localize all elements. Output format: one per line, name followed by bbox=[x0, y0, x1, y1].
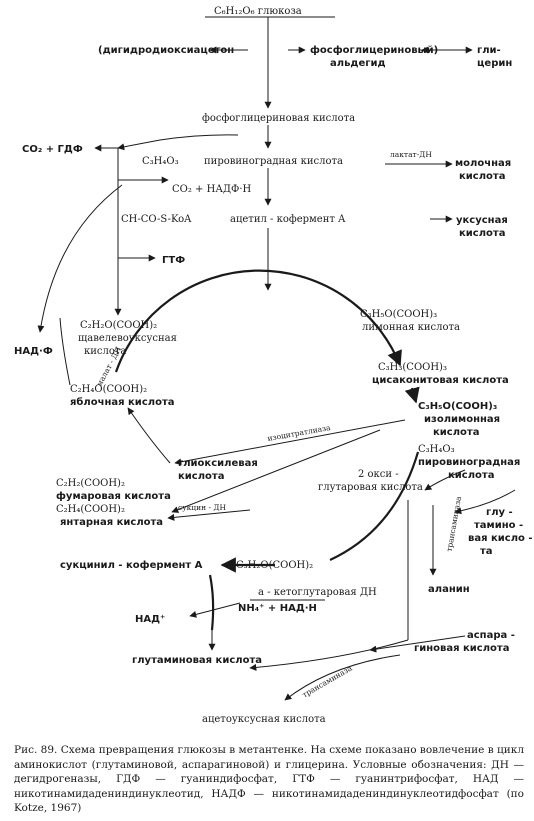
cisaconitic-formula: C₃H₃(COOH)₃ bbox=[378, 362, 447, 373]
pyruvic2-label: пировиноградная bbox=[418, 457, 520, 468]
pyruvic2-formula: C₃H₄O₃ bbox=[418, 444, 455, 455]
nad-plus-label: НАД⁺ bbox=[135, 614, 165, 625]
lactate-dh-label: лактат-ДН bbox=[390, 150, 432, 159]
glycerin-label: гли- bbox=[477, 45, 501, 56]
acetyl-coa-label: ацетил - кофермент A bbox=[230, 214, 346, 225]
glucose-label: C₆H₁₂O₆ глюкоза bbox=[214, 6, 302, 17]
phosphoglyceric-acid-label: фосфоглицериновая кислота bbox=[202, 113, 355, 124]
citric-label: лимонная кислота bbox=[362, 322, 460, 333]
nh4-nadh-label: NH₄⁺ + НАД·Н bbox=[238, 603, 317, 614]
acetyl-formula: CH-CO-S-KoA bbox=[121, 214, 192, 225]
glyoxylic-label-2: кислота bbox=[178, 471, 224, 482]
oxaloacetic-label-2: кислота bbox=[84, 346, 126, 357]
gtf-label: ГТФ bbox=[162, 255, 185, 266]
connectors bbox=[37, 16, 516, 701]
succinyl-coa-label: сукцинил - кофермент A bbox=[60, 559, 203, 571]
isocitric-label-2: кислота bbox=[433, 427, 479, 438]
pyruvic2-label-2: кислота bbox=[448, 470, 494, 481]
glutamic-acid-label: глу - bbox=[486, 507, 513, 518]
oxaloacetic-formula: C₂H₂O(COOH)₂ bbox=[80, 320, 157, 331]
isocitric-label: изолимонная bbox=[424, 414, 500, 425]
citric-formula: C₃H₅O(COOH)₃ bbox=[360, 309, 437, 320]
dihydroxyacetone-label: (дигидродиоксиацетон bbox=[98, 45, 234, 56]
labels: C₆H₁₂O₆ глюкоза (дигидродиоксиацетон фос… bbox=[14, 6, 533, 725]
lactic-acid-label: молочная bbox=[455, 158, 511, 169]
malic-label: яблочная кислота bbox=[70, 396, 174, 408]
glucose-metabolism-diagram: C₆H₁₂O₆ глюкоза (дигидродиоксиацетон фос… bbox=[14, 6, 533, 725]
aspartic-acid-label-2: гиновая кислота bbox=[414, 643, 509, 654]
phosphoglyceraldehyde-label-2: альдегид bbox=[330, 58, 386, 69]
aspartic-acid-label: аспара - bbox=[467, 630, 515, 641]
transaminase2-label: трансаминаза bbox=[301, 663, 354, 699]
co2-gdf-label: CO₂ + ГДФ bbox=[22, 144, 83, 155]
fumaric-label: фумаровая кислота bbox=[56, 490, 171, 502]
acetic-acid-label-2: кислота bbox=[459, 228, 505, 239]
acetoacetic-acid-label: ацетоуксусная кислота bbox=[202, 714, 326, 725]
lactic-acid-label-2: кислота bbox=[459, 171, 505, 182]
glutamic-acid-label-3: вая кисло - bbox=[468, 533, 533, 544]
cisaconitic-label: цисаконитовая кислота bbox=[372, 375, 509, 386]
alanine-label: аланин bbox=[428, 584, 470, 595]
figure-caption: Рис. 89. Схема превращения глюкозы в мет… bbox=[14, 744, 524, 814]
pyruvic-formula: C₃H₄O₃ bbox=[142, 156, 179, 167]
succinic-formula: C₂H₄(COOH)₂ bbox=[56, 504, 125, 515]
oxoglutaric-label-2: глутаровая кислота bbox=[318, 482, 423, 493]
pyruvic-label: пировиноградная кислота bbox=[204, 156, 343, 167]
fumaric-formula: C₂H₂(COOH)₂ bbox=[56, 478, 125, 489]
oxaloacetic-label: щавелевоуксусная bbox=[78, 333, 177, 344]
glutamic-acid-bottom-label: глутаминовая кислота bbox=[132, 655, 262, 666]
transaminase-label: трансаминаза bbox=[445, 495, 464, 552]
co2-nadph-label: CO₂ + НАДФ·Н bbox=[172, 184, 251, 195]
akg-dh-label: a - кетоглутаровая ДН bbox=[258, 587, 377, 598]
nad-f-label: НАД·Ф bbox=[14, 346, 53, 357]
oxoglutaric-formula: C₃H₂O(COOH)₂ bbox=[236, 560, 313, 571]
oxoglutaric-label: 2 окси - bbox=[358, 469, 399, 480]
glutamic-acid-label-2: тамино - bbox=[474, 520, 523, 531]
phosphoglyceraldehyde-label: фосфоглицериновый) bbox=[310, 44, 438, 56]
glutamic-acid-label-4: та bbox=[480, 546, 493, 557]
glyoxylic-label: глиоксилевая bbox=[178, 458, 258, 469]
malic-formula: C₂H₄O(COOH)₂ bbox=[70, 384, 147, 395]
isocitric-formula: C₃H₅O(COOH)₃ bbox=[418, 401, 497, 412]
succinic-label: янтарная кислота bbox=[60, 517, 163, 528]
acetic-acid-label: уксусная bbox=[456, 215, 508, 226]
glycerin-label-2: церин bbox=[477, 58, 512, 69]
succinate-dh-label: сукцин - ДН bbox=[178, 503, 227, 512]
